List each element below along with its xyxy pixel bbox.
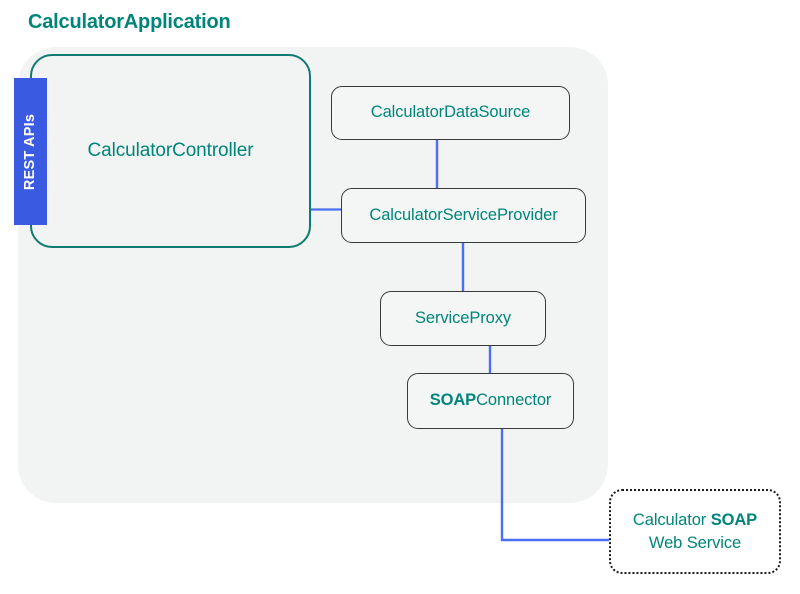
node-calculator-service-provider[interactable]: CalculatorServiceProvider <box>341 188 586 243</box>
rest-apis-badge[interactable]: REST APIs <box>14 78 47 225</box>
node-calculator-datasource[interactable]: CalculatorDataSource <box>331 86 570 140</box>
node-calculator-controller[interactable]: CalculatorController <box>30 54 311 248</box>
page-title: CalculatorApplication <box>28 11 231 34</box>
node-calculator-datasource-label: CalculatorDataSource <box>371 102 530 123</box>
node-service-proxy[interactable]: ServiceProxy <box>380 291 546 346</box>
node-calculator-controller-label: CalculatorController <box>88 139 254 164</box>
node-web-service-line1-prefix: Calculator <box>633 511 711 529</box>
node-service-proxy-label: ServiceProxy <box>415 308 511 329</box>
node-soap-connector[interactable]: SOAPConnector <box>407 373 574 429</box>
rest-apis-badge-label: REST APIs <box>23 113 39 189</box>
node-soap-connector-label-rest: Connector <box>476 391 551 409</box>
node-web-service-line1-bold: SOAP <box>711 511 757 529</box>
node-calculator-service-provider-label: CalculatorServiceProvider <box>369 205 557 226</box>
node-web-service-line1: Calculator SOAP <box>633 509 757 531</box>
node-web-service-line2: Web Service <box>649 532 741 554</box>
node-calculator-soap-web-service[interactable]: Calculator SOAP Web Service <box>609 489 781 574</box>
node-soap-connector-label-bold: SOAP <box>430 391 476 409</box>
node-soap-connector-label: SOAPConnector <box>430 390 552 411</box>
